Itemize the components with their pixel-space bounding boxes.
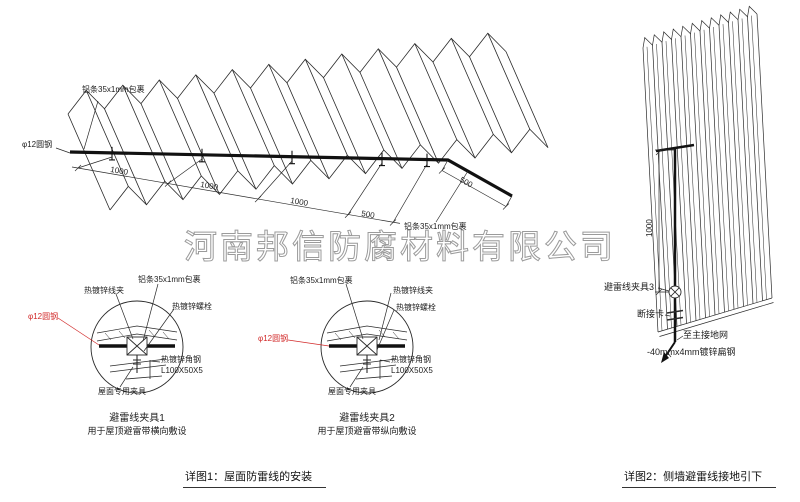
detail-2-angle-steel [339,358,397,380]
wall-flat-steel-label: -40mmx4mm镀锌扁钢 [647,347,736,357]
detail-1-leaders [115,283,175,388]
figure2-caption: 详图2：侧墙避雷线接地引下 [622,468,777,488]
roof-isometric-drawing [67,32,549,211]
detail-2-leader-red [287,339,330,347]
roof-al-strip-label-bottom: 铝条35x1mm包裹 [404,222,467,231]
detail-2-sheet-profile [326,325,408,342]
detail1-wire-clamp-label: 热镀锌线夹 [84,286,124,295]
roof-leader-lines [55,100,469,223]
roof-dimension-lines [71,156,513,226]
detail1-subtitle: 用于屋顶避雷带横向敷设 [87,426,187,436]
wall-drawing [642,5,774,337]
wall-top-zigzag [642,5,758,49]
figure1-caption: 详图1：屋面防雷线的安装 [183,468,327,488]
detail2-roof-fixture-label: 屋面专用夹具 [328,387,376,396]
detail1-round-steel-label: φ12圆钢 [28,312,59,321]
wall-clamp3-label: 避雷线夹具3 [604,282,655,292]
detail-1-leader-red [57,317,100,346]
dim-line [71,166,401,224]
detail-circle-2-art [320,300,414,394]
detail2-angle-spec-label: L100X50X5 [391,366,433,375]
roof-round-steel-label: φ12圆钢 [22,140,53,149]
wall-dim-label-1000: 1000 [645,219,654,237]
wall-clamp3-x [670,287,680,297]
detail1-title: 避雷线夹具1 [109,413,165,424]
dim-ticks [74,164,397,226]
dim-500-bend [438,159,513,210]
detail-circle-1-art [90,300,184,394]
wall-to-ground-label: 至主接地网 [683,330,729,340]
wall-disconnect-label: 断接卡 [637,309,665,319]
detail-1-bolt [133,355,141,373]
detail-2-leaders [345,283,395,388]
wall-bottom-edge [657,297,774,337]
wire-clamp-marks [109,146,430,168]
detail2-subtitle: 用于屋顶避雷带纵向敷设 [317,426,417,436]
wall-dim-line [655,149,675,293]
detail-1-sheet-profile [96,325,178,342]
detail2-title: 避雷线夹具2 [339,413,395,424]
roof-near-zigzag-edge [109,128,549,211]
to-ground-arrowhead [661,352,669,363]
detail-2-hatch [334,329,400,341]
detail2-al-strip-label: 铝条35x1mm包裹 [290,276,353,285]
wall-lightning-downlead [655,143,695,363]
wall-dim-ticks [655,148,663,296]
lightning-wire-line [69,150,513,198]
wall-disconnect-symbol [666,309,684,321]
wall-corrugation-lines [642,13,773,333]
roof-ridge-lines [85,33,531,187]
detail1-al-strip-label: 铝条35x1mm包裹 [138,275,201,284]
detail-1-angle-steel [109,358,167,380]
detail-1-circle [90,300,184,394]
detail1-roof-fixture-label: 屋面专用夹具 [98,387,146,396]
wall-dimension [655,148,684,358]
detail2-round-steel-label: φ12圆钢 [258,334,289,343]
detail1-angle-steel-label: 热镀锌角钢 [161,355,201,364]
detail2-angle-steel-label: 热镀锌角钢 [391,355,431,364]
detail2-bolt-label: 热镀锌螺栓 [396,303,436,312]
watermark-text: 河南邦信防腐材料有限公司 [184,229,616,266]
detail-2-clamp-x [356,336,378,356]
roof-al-strip-label-top: 铝条35x1mm包裹 [82,85,145,94]
detail1-angle-spec-label: L100X50X5 [161,366,203,375]
detail2-wire-clamp-label: 热镀锌线夹 [393,286,433,295]
wall-leader-lines [657,287,684,358]
detail1-bolt-label: 热镀锌螺栓 [172,302,212,311]
dim-extension-lines [77,156,428,223]
wall-corrugation-lines-secondary [646,15,767,331]
roof-valley-lines [67,51,549,211]
detail-2-circle [320,300,414,394]
detail-1-hatch [104,329,170,341]
detail-2-bolt [363,355,371,373]
detail-1-clamp-x [126,336,148,356]
